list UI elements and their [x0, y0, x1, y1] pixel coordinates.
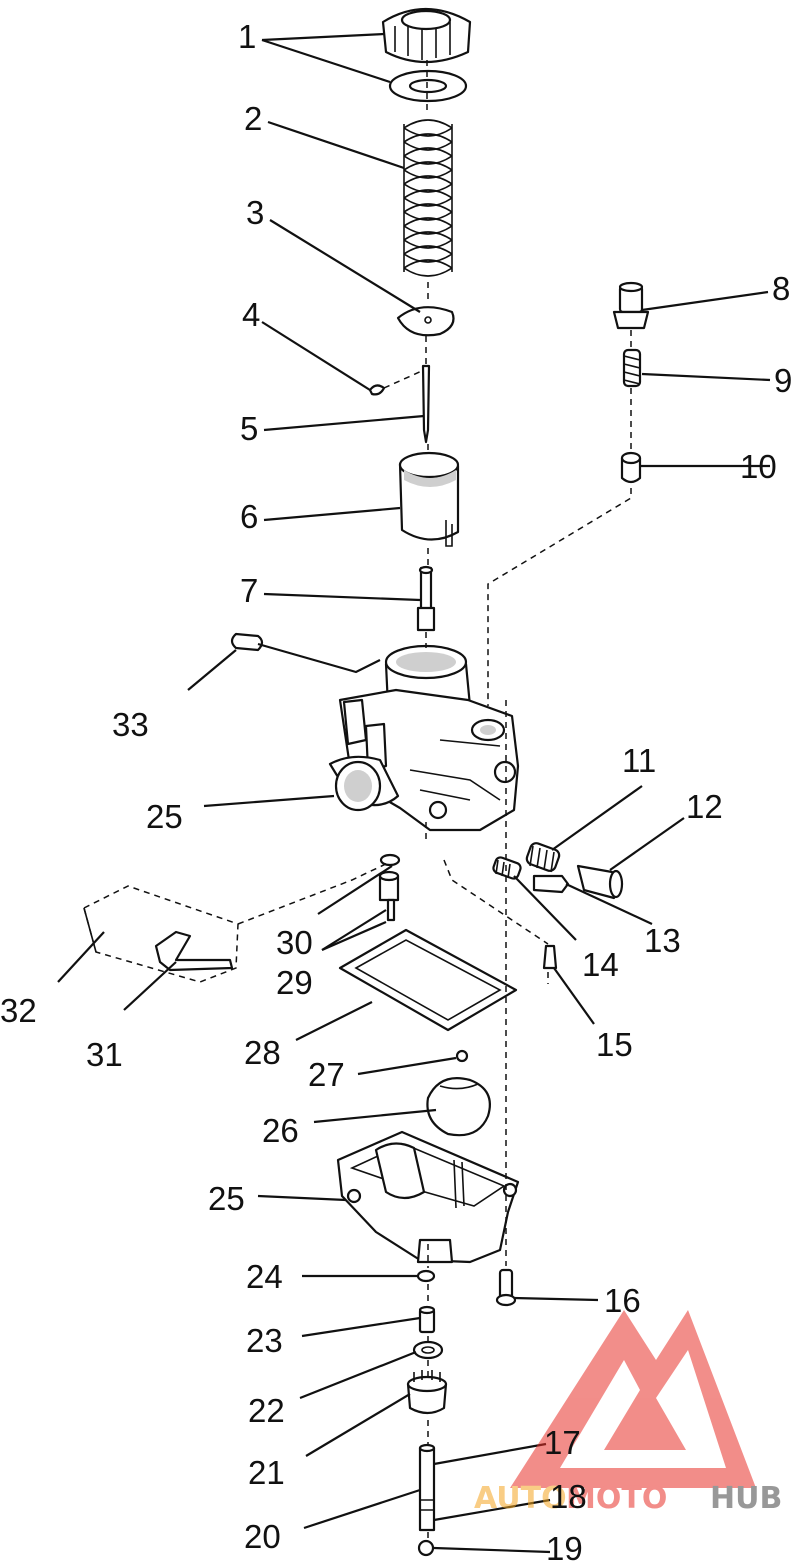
callout-23: 23 — [246, 1322, 283, 1359]
part-12-screw — [576, 864, 624, 900]
part-7-needle-jet — [416, 565, 436, 632]
callout-33: 33 — [112, 706, 149, 743]
callout-15: 15 — [596, 1026, 633, 1063]
part-10-plunger — [620, 451, 642, 484]
part-5-jet-needle — [421, 364, 431, 444]
part-31-rod — [154, 930, 234, 972]
callout-19: 19 — [546, 1530, 583, 1563]
callout-12: 12 — [686, 788, 723, 825]
part-6-throttle-slide — [398, 451, 460, 547]
part-28-gasket — [338, 928, 518, 1032]
callout-11: 11 — [622, 742, 656, 779]
part-32-lever-plate — [83, 885, 239, 983]
part-26-float — [426, 1077, 491, 1137]
part-21-plug — [406, 1370, 448, 1415]
callout-18: 18 — [550, 1478, 587, 1515]
callout-14: 14 — [582, 946, 619, 983]
part-24-o-ring — [416, 1269, 436, 1283]
callout-labels: 1 2 3 4 5 6 7 8 9 10 11 12 13 14 15 16 1… — [0, 18, 792, 1563]
callout-31: 31 — [86, 1036, 123, 1073]
part-25-float-bowl — [336, 1130, 520, 1264]
callout-30: 30 — [276, 924, 313, 961]
callout-26: 26 — [262, 1112, 299, 1149]
part-15-jet — [542, 944, 558, 970]
callout-29: 29 — [276, 964, 313, 1001]
callout-25-bowl: 25 — [208, 1180, 245, 1217]
callout-13: 13 — [644, 922, 681, 959]
part-8-fitting — [612, 281, 650, 330]
part-30-washer — [379, 853, 401, 867]
callout-27: 27 — [308, 1056, 345, 1093]
leader-lines — [57, 32, 771, 1554]
callout-17: 17 — [544, 1424, 581, 1461]
part-4-e-clip — [368, 384, 386, 396]
part-3-clip-plate — [396, 306, 455, 337]
watermark-logo: AUTO MOTO HUB — [474, 1310, 782, 1516]
callout-25-body: 25 — [146, 798, 183, 835]
watermark-text-hub: HUB — [710, 1481, 782, 1516]
watermark-triangle-icon — [510, 1310, 756, 1488]
callout-3: 3 — [246, 194, 264, 231]
watermark-text-auto: AUTO — [474, 1481, 567, 1516]
part-22-washer — [412, 1340, 444, 1360]
part-2-spring — [403, 119, 453, 277]
callout-24: 24 — [246, 1258, 283, 1295]
part-11-spring — [525, 842, 561, 873]
part-9-spring — [622, 348, 642, 388]
callout-28: 28 — [244, 1034, 281, 1071]
callout-9: 9 — [774, 362, 792, 399]
part-19-screw — [417, 1539, 435, 1557]
part-27-pin — [455, 1049, 469, 1063]
watermark-text-moto: MOTO — [566, 1481, 667, 1516]
callout-20: 20 — [244, 1518, 281, 1555]
part-carburetor-body — [328, 644, 520, 832]
part-20-tube — [418, 1443, 436, 1532]
part-14-spring — [492, 856, 522, 880]
part-13-screw — [532, 874, 570, 894]
callout-22: 22 — [248, 1392, 285, 1429]
part-1-cap — [381, 7, 472, 103]
callout-2: 2 — [244, 100, 262, 137]
part-16-screw — [495, 1268, 517, 1307]
callout-7: 7 — [240, 572, 258, 609]
callout-32: 32 — [0, 992, 37, 1029]
callout-16: 16 — [604, 1282, 641, 1319]
callout-5: 5 — [240, 410, 258, 447]
callout-21: 21 — [248, 1454, 285, 1491]
callout-8: 8 — [772, 270, 790, 307]
callout-4: 4 — [242, 296, 260, 333]
callout-10: 10 — [740, 448, 777, 485]
part-23-jet — [418, 1305, 436, 1334]
callout-6: 6 — [240, 498, 258, 535]
callout-1: 1 — [238, 18, 256, 55]
part-29-jet — [378, 870, 400, 922]
part-33-tube-tip — [230, 632, 264, 652]
